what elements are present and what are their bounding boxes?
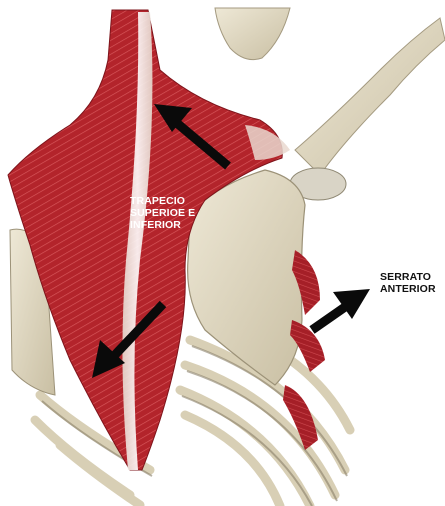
- serratus-label-line-1: SERRATO: [380, 271, 436, 283]
- skull-base: [215, 8, 290, 60]
- trapezius-label: TRAPECIO SUPERIOE E INFERIOR: [130, 195, 195, 231]
- serratus-label: SERRATO ANTERIOR: [380, 271, 436, 295]
- serratus-label-line-2: ANTERIOR: [380, 283, 436, 295]
- scapula-bone: [188, 170, 305, 385]
- trapezius-label-line-2: SUPERIOE E: [130, 207, 195, 219]
- trapezius-label-line-3: INFERIOR: [130, 219, 195, 231]
- humerus-bone: [295, 18, 445, 175]
- serratus-anterior-arrow: [312, 289, 370, 330]
- trapezius-label-line-1: TRAPECIO: [130, 195, 195, 207]
